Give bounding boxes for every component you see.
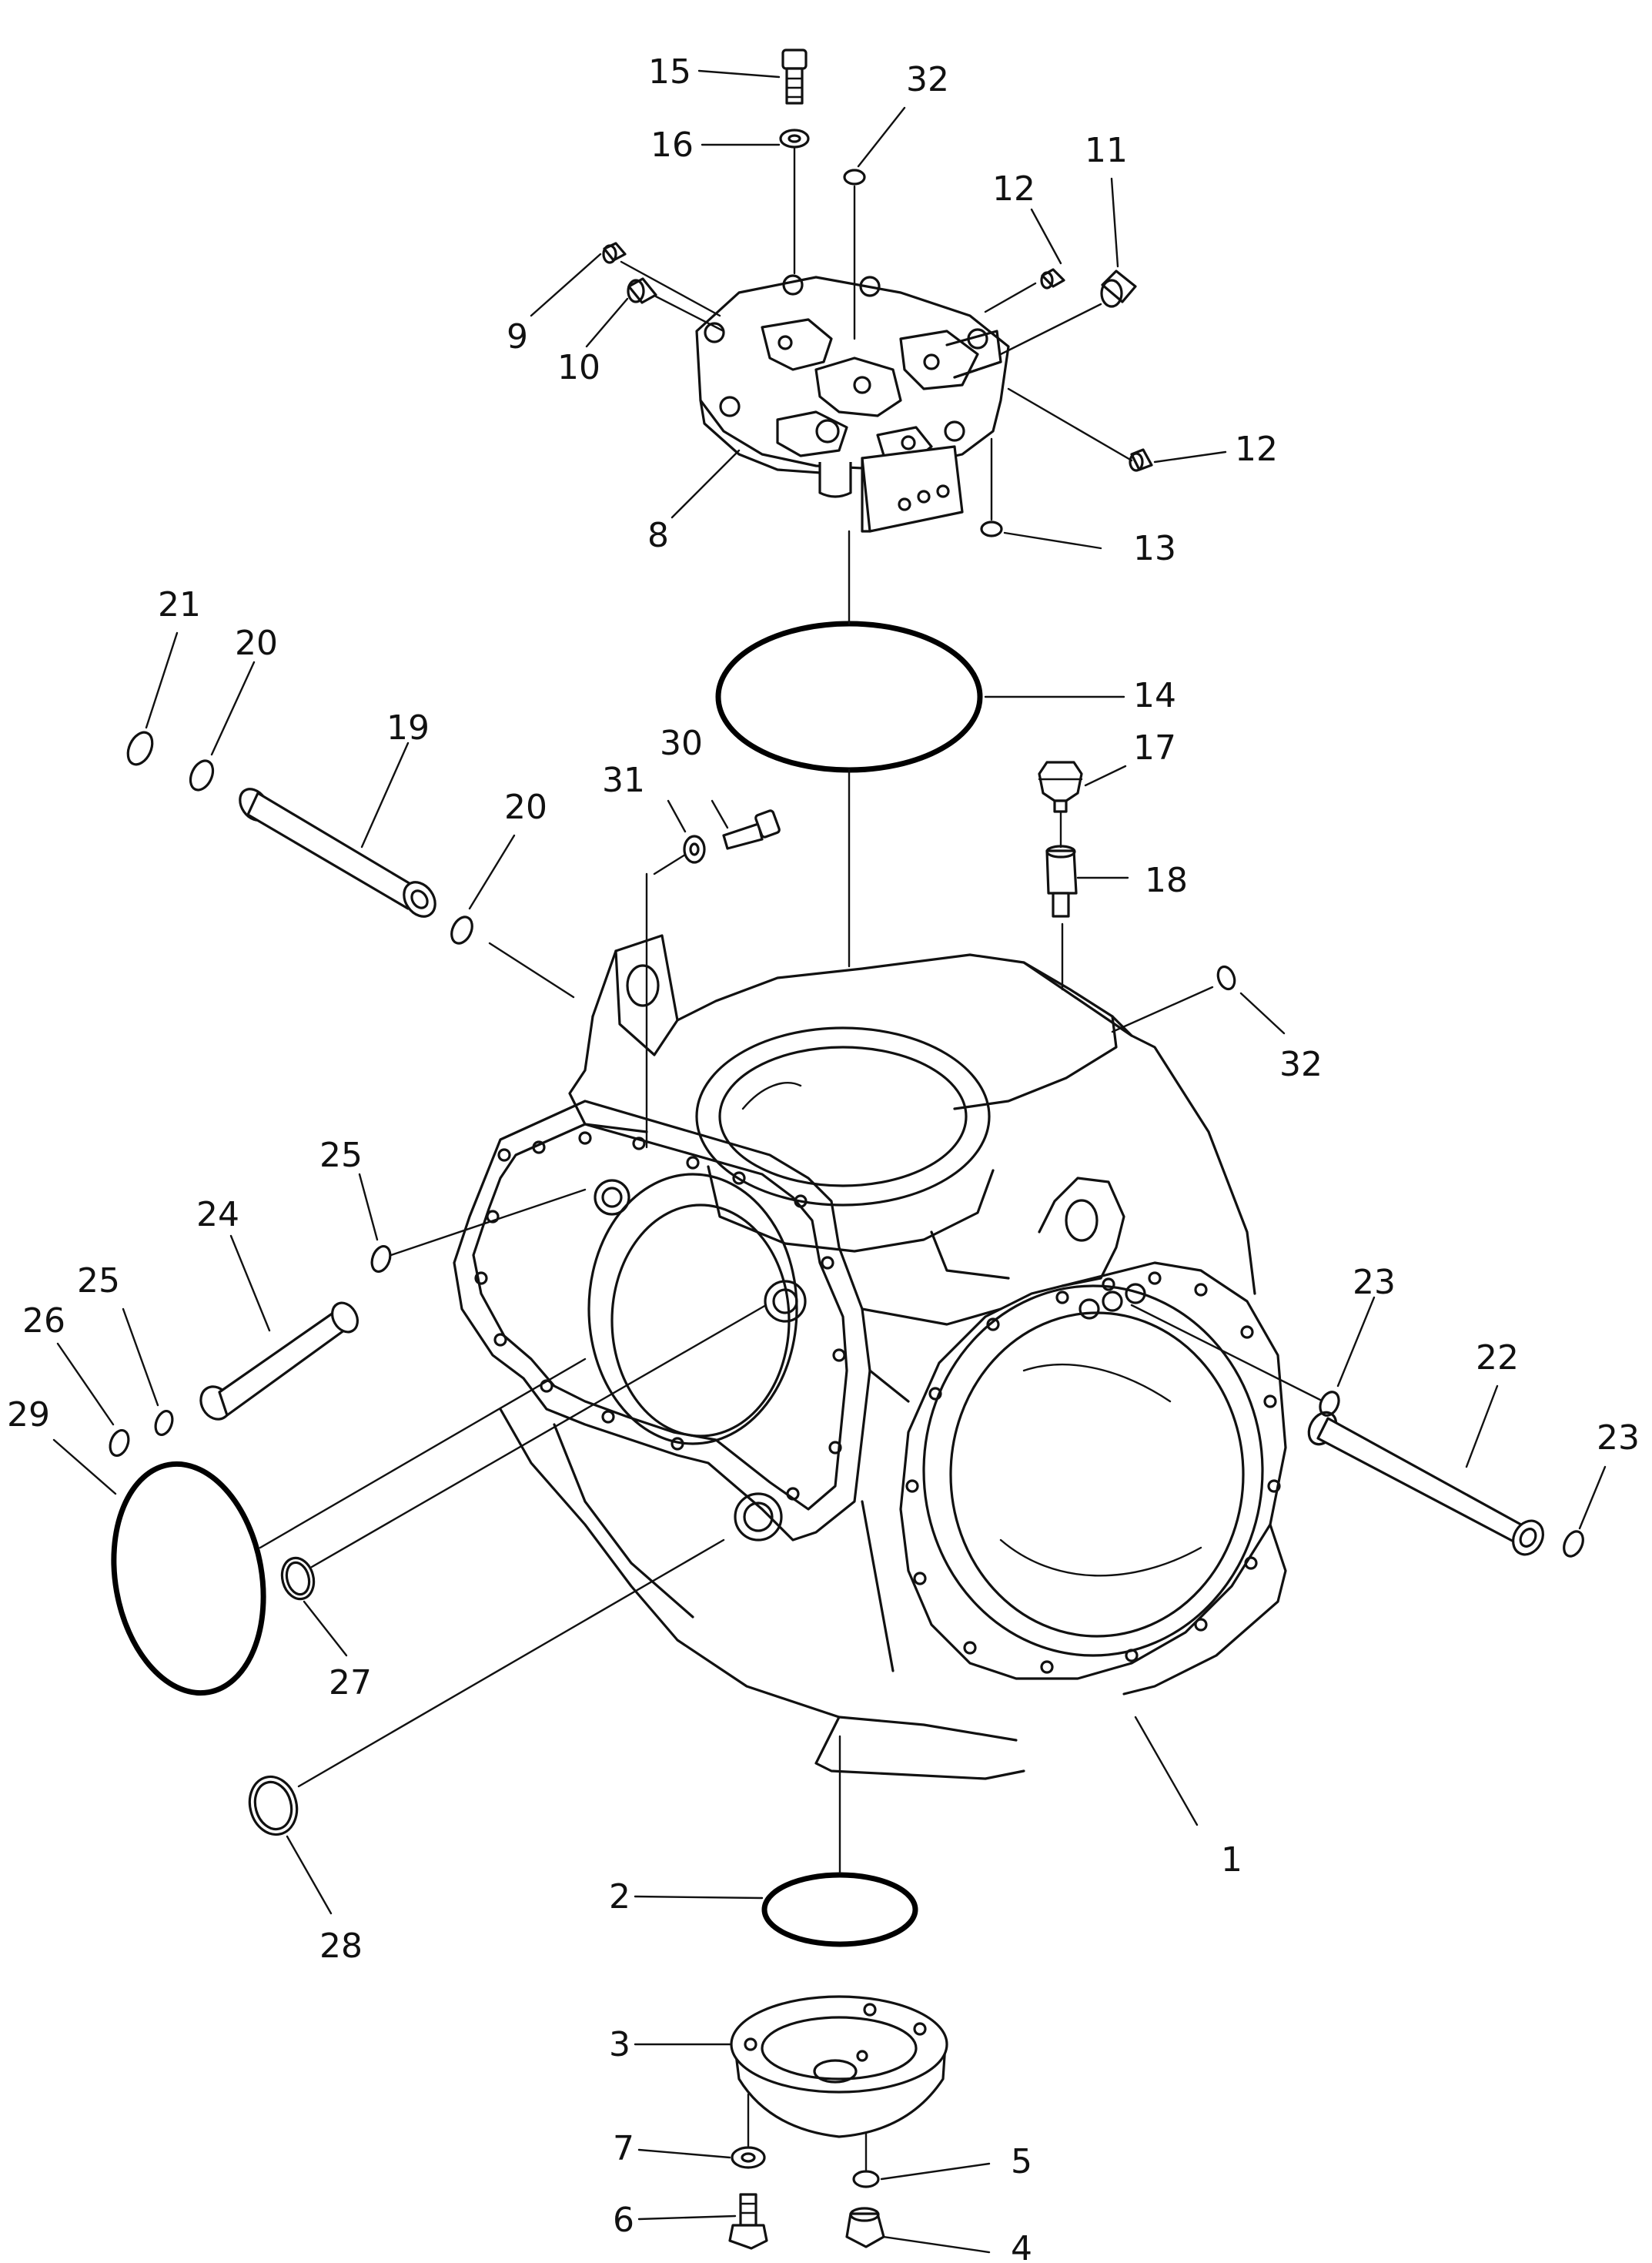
label-15: 15 (648, 52, 691, 92)
o-ring-5 (852, 2170, 880, 2188)
plug-11 (1100, 269, 1137, 308)
tube-24 (199, 1301, 359, 1421)
label-16: 16 (650, 126, 694, 165)
adapter-18 (1045, 845, 1078, 918)
label-24: 24 (196, 1195, 239, 1234)
label-27: 27 (329, 1663, 372, 1702)
o-ring-23-right (1563, 1530, 1584, 1558)
label-18: 18 (1145, 861, 1188, 900)
label-31: 31 (602, 761, 645, 800)
label-20-upper: 20 (235, 624, 278, 663)
label-25-lower: 25 (77, 1261, 120, 1301)
label-11: 11 (1085, 131, 1128, 170)
callout-labels: 1 2 3 4 5 6 7 8 9 10 11 12 12 13 14 15 1… (7, 52, 1640, 2263)
housing-bolt-holes (474, 1131, 846, 1501)
tube-22 (1307, 1411, 1544, 1556)
label-30: 30 (660, 724, 703, 763)
switch-17 (1038, 761, 1083, 813)
label-22: 22 (1476, 1338, 1519, 1378)
o-ring-25-left (154, 1409, 174, 1437)
leader-lines (52, 69, 1607, 2254)
o-ring-27 (280, 1556, 316, 1601)
valve-cover-assembly (695, 274, 1010, 533)
o-ring-20-right (450, 916, 473, 945)
plug-9 (602, 242, 627, 264)
plug-10 (627, 277, 657, 304)
label-8: 8 (647, 516, 669, 555)
label-32-upper: 32 (906, 60, 949, 99)
label-13: 13 (1133, 529, 1176, 568)
label-23-upper: 23 (1353, 1263, 1396, 1302)
label-20-lower: 20 (504, 788, 547, 827)
o-ring-13 (980, 521, 1003, 537)
bolt-30 (722, 809, 781, 850)
label-14: 14 (1133, 676, 1176, 715)
transmission-housing (453, 934, 1287, 1780)
label-10: 10 (557, 348, 600, 387)
o-ring-14 (715, 621, 983, 773)
label-12-upper: 12 (992, 169, 1035, 209)
o-ring-23-left (1319, 1391, 1340, 1417)
assembly-lines (259, 147, 1322, 2171)
bolt-6 (728, 2193, 768, 2250)
washer-31 (683, 835, 706, 864)
label-17: 17 (1133, 728, 1176, 768)
o-ring-28 (248, 1775, 299, 1836)
label-21: 21 (158, 585, 201, 624)
plug-12-upper (1040, 268, 1065, 290)
o-ring-29 (111, 1461, 266, 1696)
label-32-lower: 32 (1279, 1045, 1323, 1084)
o-ring-32-right (1216, 965, 1236, 991)
o-ring-32-top (843, 169, 866, 186)
washer-7 (731, 2146, 766, 2169)
o-ring-26 (109, 1428, 130, 1458)
label-6: 6 (613, 2201, 634, 2240)
label-2: 2 (609, 1877, 630, 1917)
plug-12-lower (1129, 448, 1153, 472)
label-12-lower: 12 (1235, 430, 1278, 469)
o-ring-20-left (189, 759, 215, 792)
tube-19 (239, 788, 436, 918)
label-7: 7 (613, 2129, 634, 2168)
label-5: 5 (1011, 2142, 1032, 2181)
o-ring-25-right (370, 1244, 392, 1274)
bolt-15 (781, 49, 808, 105)
cover-3 (730, 1995, 948, 2138)
label-4: 4 (1011, 2229, 1032, 2263)
o-ring-2 (761, 1872, 918, 1947)
label-25-upper: 25 (319, 1136, 363, 1175)
o-ring-21 (126, 731, 154, 766)
label-9: 9 (507, 317, 528, 357)
label-3: 3 (609, 2025, 630, 2064)
label-23-lower: 23 (1597, 1418, 1640, 1458)
washer-16 (779, 129, 810, 149)
label-28: 28 (319, 1927, 363, 1966)
label-1: 1 (1221, 1840, 1242, 1880)
housing-right-bolt-holes (905, 1271, 1281, 1674)
label-19: 19 (386, 708, 430, 748)
label-26: 26 (22, 1301, 65, 1341)
label-29: 29 (7, 1395, 50, 1434)
plug-4 (845, 2207, 885, 2248)
